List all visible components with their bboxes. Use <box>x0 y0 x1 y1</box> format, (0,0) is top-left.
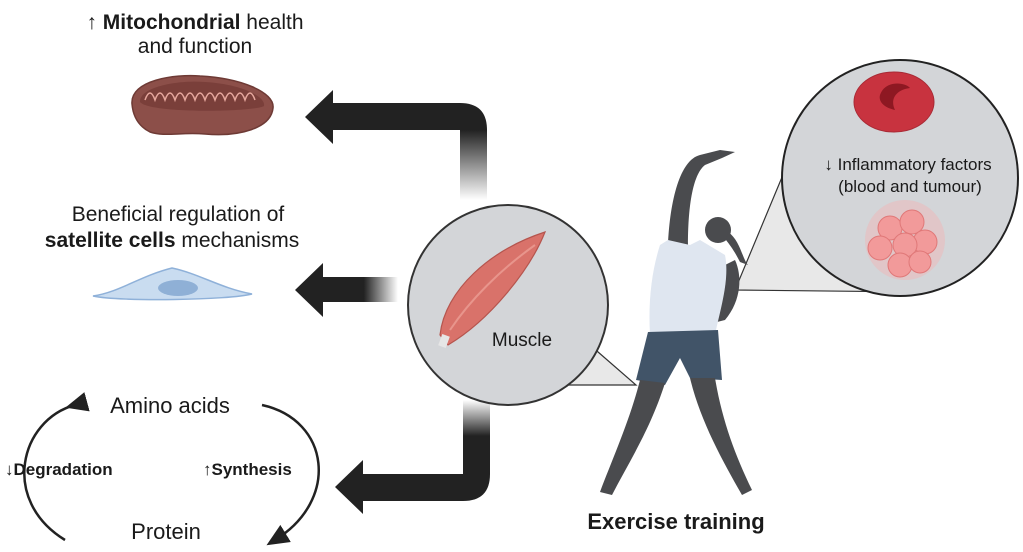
muscle-icon <box>438 231 547 349</box>
mitochondrion-icon <box>131 74 274 136</box>
satellite-cell-icon <box>92 267 253 301</box>
mitochondria-label: ↑ Mitochondrial health <box>86 11 303 34</box>
arrow-to-satellite-cells <box>295 263 398 317</box>
degradation-label: ↓Degradation <box>5 460 113 479</box>
inflammatory-factors-sublabel: (blood and tumour) <box>838 177 982 196</box>
exercising-woman-icon <box>600 150 752 495</box>
inflammatory-factors-label: ↓ Inflammatory factors <box>824 155 991 174</box>
synthesis-label: ↑Synthesis <box>203 460 292 479</box>
satellite-label-line1: Beneficial regulation of <box>72 203 285 226</box>
protein-cycle: Amino acids Protein ↓Degradation ↑Synthe… <box>5 392 320 546</box>
red-blood-cell-icon <box>853 71 935 133</box>
protein-label: Protein <box>131 519 201 544</box>
arrow-to-mitochondria <box>305 90 487 200</box>
amino-acids-label: Amino acids <box>110 393 230 418</box>
tumour-cells-icon <box>865 200 945 280</box>
satellite-label-line2: satellite cells mechanisms <box>45 229 299 252</box>
exercise-training-label: Exercise training <box>587 509 764 534</box>
mitochondria-label-line2: and function <box>138 35 252 58</box>
muscle-label: Muscle <box>492 330 552 351</box>
muscle-zoom: Muscle <box>407 204 638 406</box>
inflammation-zoom: ↓ Inflammatory factors (blood and tumour… <box>734 59 1019 297</box>
arrow-to-protein-cycle <box>335 400 490 514</box>
